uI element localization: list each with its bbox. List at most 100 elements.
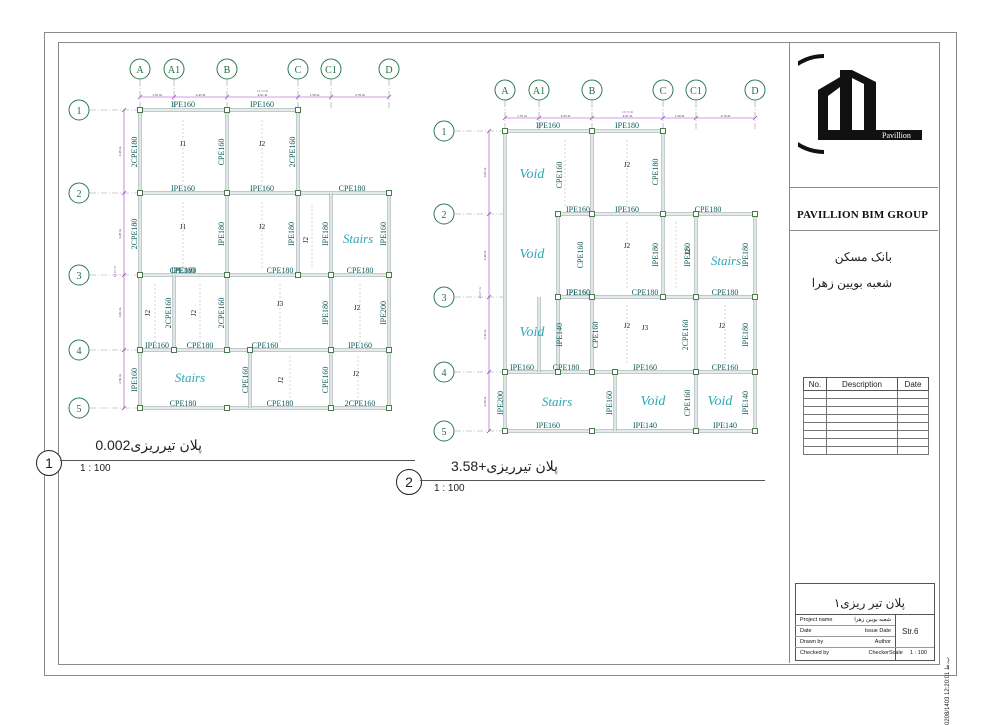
beam-label: 2CPE160: [217, 298, 226, 329]
grid-label-col: D: [751, 86, 758, 97]
beam-label: IPE200: [496, 391, 505, 415]
beam-label: CPE180: [632, 288, 659, 297]
column: [693, 428, 699, 434]
column: [137, 190, 143, 196]
beam-label: CPE180: [695, 205, 722, 214]
grid-bubble: [68, 182, 90, 204]
grid-label-col: A1: [533, 86, 545, 97]
dimension-text: 3.61 m: [483, 167, 487, 177]
column: [137, 347, 143, 353]
beam-label: IPE180: [741, 323, 750, 347]
beam-label: IPE160: [171, 266, 195, 275]
column: [171, 347, 177, 353]
dimension-text: 3.45 m: [196, 93, 206, 97]
beam-label: IPE180: [651, 243, 660, 267]
beam-label: CPE180: [267, 399, 294, 408]
view-number-2: 2: [396, 469, 422, 495]
joist-tag: J2: [684, 248, 692, 255]
column: [660, 211, 666, 217]
joist-tag: J2: [624, 242, 631, 250]
project-name-value: شعبه بویین زهرا: [854, 617, 891, 623]
beam-label: CPE180: [347, 266, 374, 275]
column: [589, 128, 595, 134]
grid-label-row: 3: [442, 293, 447, 304]
column: [555, 211, 561, 217]
checked-by-label: Checked by: [800, 650, 830, 656]
dimension-tick: [386, 94, 392, 100]
sheet-outer-border: [44, 32, 957, 676]
joist-tag: J2: [144, 309, 152, 316]
beam-label: CPE180: [339, 184, 366, 193]
grid-label-col: B: [224, 65, 231, 76]
joist-tag: J2: [624, 322, 631, 330]
grid-label-col: C: [295, 65, 302, 76]
grid-bubble: [433, 286, 455, 308]
beam-label: IPE180: [217, 222, 226, 246]
beam-label: IPE180: [287, 222, 296, 246]
joist-tag: J1: [180, 140, 187, 148]
dimension-tick: [536, 115, 542, 121]
column: [752, 211, 758, 217]
grid-label-row: 1: [442, 127, 447, 138]
grid-bubble: [129, 58, 151, 80]
joist-tag: J2: [259, 223, 266, 231]
view-number-1: 1: [36, 450, 62, 476]
grid-bubble: [433, 203, 455, 225]
beam-label: CPE180: [712, 288, 739, 297]
dimension-tick: [486, 211, 492, 217]
dimension-tick: [328, 94, 334, 100]
joist-tag: J3: [277, 300, 284, 308]
column: [502, 128, 508, 134]
beam-label: CPE160: [217, 139, 226, 166]
beam-label: 2CPE160: [681, 320, 690, 351]
date-label: Date: [800, 628, 812, 634]
dimension-text: 1.55 m: [517, 114, 527, 118]
beam-label: IPE180: [615, 121, 639, 130]
beam-label: IPE140: [713, 421, 737, 430]
grid-bubble: [581, 79, 603, 101]
dimension-total: 13.07 m: [113, 265, 117, 277]
dimension-text: 2.50 m: [483, 396, 487, 406]
beam-label: 2CPE160: [164, 298, 173, 329]
beam-label: CPE160: [555, 162, 564, 189]
beam-label: IPE160: [379, 222, 388, 246]
beam-label: IPE140: [555, 323, 564, 347]
rev-row: [803, 446, 929, 455]
grid-label-row: 1: [77, 106, 82, 117]
logo-label: Pavillion: [882, 131, 911, 140]
column: [386, 405, 392, 411]
column: [555, 369, 561, 375]
sheet-number: Str.6: [902, 627, 919, 636]
beam-label: CPE180: [651, 159, 660, 186]
view-title-1: پلان تیرریزی0.002: [95, 437, 202, 453]
column: [660, 294, 666, 300]
dimension-text: 3.48 m: [483, 250, 487, 260]
column: [589, 294, 595, 300]
grid-bubble: [68, 264, 90, 286]
project-name-label: Project name: [800, 617, 833, 623]
view-scale-2: 1 : 100: [434, 483, 465, 494]
dimension-tick: [121, 107, 127, 113]
column: [386, 347, 392, 353]
dimension-text: 4.91 m: [623, 114, 633, 118]
dimension-tick: [121, 272, 127, 278]
client-name: بانک مسکن: [834, 250, 892, 264]
dimension-total: 13.72 m: [622, 110, 634, 114]
beam-label: IPE160: [566, 288, 590, 297]
beam-label: CPE160: [241, 367, 250, 394]
beam-label: CPE180: [170, 266, 197, 275]
grid-label-col: C: [660, 86, 667, 97]
beam-label: IPE160: [510, 363, 534, 372]
logo-divider: [789, 187, 938, 188]
title-block-divider: [789, 42, 790, 663]
column: [752, 294, 758, 300]
column: [660, 128, 666, 134]
beam-label: IPE140: [633, 421, 657, 430]
joist-tag: J2: [302, 236, 310, 243]
dimension-tick: [752, 115, 758, 121]
grid-bubble: [320, 58, 342, 80]
dimension-total: 13.07 m: [478, 287, 482, 299]
beam-label: IPE180: [321, 222, 330, 246]
beam-label: IPE180: [741, 243, 750, 267]
beam-label: 2CPE160: [288, 137, 297, 168]
